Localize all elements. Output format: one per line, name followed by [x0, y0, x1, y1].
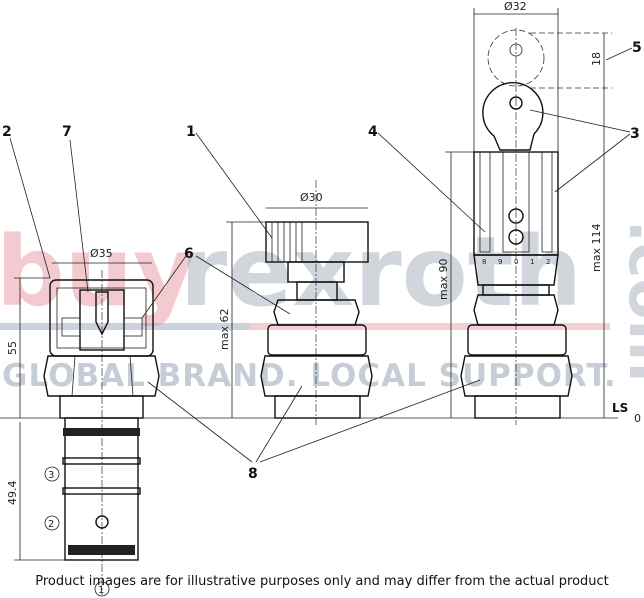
dim-49-4: 49.4 [6, 481, 19, 506]
dim-d32: Ø32 [504, 0, 527, 13]
port-1: 1 [98, 585, 104, 596]
watermark-rexroth: rexroth [180, 216, 582, 328]
port-3: 3 [48, 470, 54, 481]
watermark-domain: .com [615, 220, 644, 382]
disclaimer-caption: Product images are for illustrative purp… [35, 574, 609, 589]
left-valve: 55 49.4 Ø35 3 2 1 [6, 247, 160, 597]
dim-55: 55 [6, 341, 19, 355]
scale-mark: 9 [498, 258, 502, 266]
dim-max-114: max 114 [590, 224, 603, 272]
leader-lines [9, 47, 633, 463]
ls-label: LS [612, 401, 628, 415]
scale-mark: 1 [530, 258, 534, 266]
dim-d30: Ø30 [300, 191, 323, 204]
dim-max-90: max 90 [437, 259, 450, 300]
middle-valve: Ø30 max 62 [218, 180, 373, 425]
label-2: 2 [2, 124, 12, 140]
dim-d35: Ø35 [90, 247, 113, 260]
watermark: buy rexroth .com GLOBAL BRAND. LOCAL SUP… [0, 216, 644, 394]
scale-mark: 0 [514, 258, 518, 266]
scale-mark: 8 [482, 258, 486, 266]
port-2: 2 [48, 519, 54, 530]
dim-max-62: max 62 [218, 309, 231, 350]
label-8: 8 [248, 466, 258, 482]
watermark-buy: buy [0, 216, 196, 328]
dim-18: 18 [590, 52, 603, 66]
label-6: 6 [184, 246, 194, 262]
right-valve: 8 9 0 1 2 Ø32 18 max 114 max 90 [437, 0, 612, 425]
label-1: 1 [186, 124, 196, 140]
zero-label: 0 [634, 412, 641, 425]
label-5: 5 [632, 40, 642, 56]
label-7: 7 [62, 124, 72, 140]
scale-mark: 2 [546, 258, 550, 266]
watermark-tagline: GLOBAL BRAND. LOCAL SUPPORT. [2, 358, 617, 394]
label-4: 4 [368, 124, 378, 140]
label-3: 3 [630, 126, 640, 142]
